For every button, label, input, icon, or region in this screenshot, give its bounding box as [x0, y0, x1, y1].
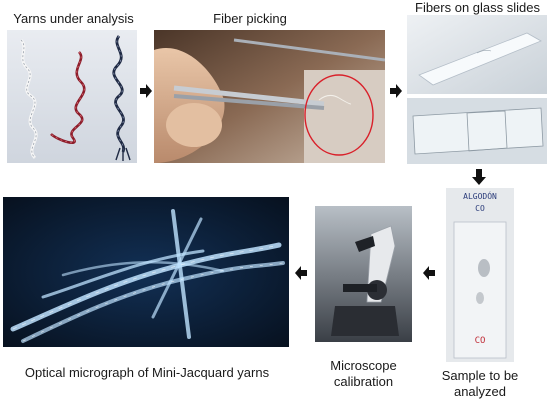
label-yarns-under-analysis: Yarns under analysis [13, 11, 134, 26]
arrow-left-icon [423, 266, 435, 280]
fiber-picking-photo [154, 30, 385, 163]
label-sample-line2: analyzed [453, 384, 507, 399]
glass-slide-illustration-top [407, 15, 547, 94]
label-sample-line1: Sample to be [441, 368, 519, 383]
slide-handwriting-bottom: CO [474, 336, 486, 346]
arrow-down-icon [472, 169, 486, 185]
label-fiber-picking: Fiber picking [213, 11, 287, 26]
slide-handwriting-code: CO [475, 204, 485, 213]
glass-slide-illustration-bottom [407, 98, 547, 164]
label-optical-micrograph: Optical micrograph of Mini-Jacquard yarn… [24, 365, 270, 380]
yarns-illustration [7, 30, 137, 163]
micrograph-illustration [3, 197, 289, 347]
glass-slide-photo-bottom [407, 98, 547, 164]
label-calibration-line2: calibration [333, 374, 394, 389]
yarns-photo [7, 30, 137, 163]
arrow-right-icon [390, 84, 402, 98]
optical-micrograph-photo [3, 197, 289, 347]
sample-slide-photo: ALGODÓN CO CO [446, 188, 514, 362]
label-calibration-line1: Microscope [330, 358, 397, 373]
slide-handwriting-top: ALGODÓN [463, 192, 497, 201]
arrow-left-icon [295, 266, 307, 280]
label-microscope-calibration: Microscope calibration [315, 358, 412, 390]
fiber-picking-illustration [154, 30, 385, 163]
microscope-illustration [315, 206, 412, 342]
label-sample-to-be-analyzed: Sample to be analyzed [428, 368, 532, 400]
label-fibers-on-glass-slides: Fibers on glass slides [415, 0, 540, 15]
sample-slide-illustration [446, 188, 514, 362]
arrow-right-icon [140, 84, 152, 98]
glass-slide-photo-top [407, 15, 547, 94]
microscope-photo [315, 206, 412, 342]
